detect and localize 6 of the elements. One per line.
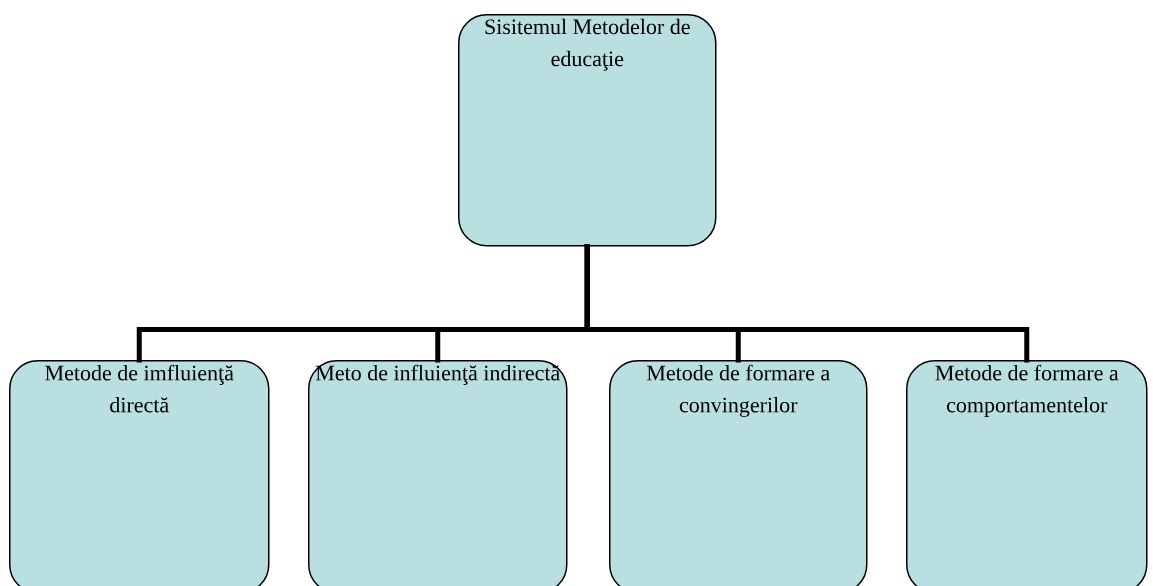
- rounded-box: Meto de influienţă indirectă: [308, 360, 568, 586]
- connector-line: [584, 244, 1030, 363]
- rounded-box: Metode de imfluienţă directă: [9, 360, 270, 586]
- rounded-box: Metode de formare a convingerilor: [609, 360, 868, 586]
- rounded-box: Sisitemul Metodelor de educaţie: [458, 14, 717, 247]
- rounded-box: Metode de formare a comportamentelor: [906, 360, 1148, 586]
